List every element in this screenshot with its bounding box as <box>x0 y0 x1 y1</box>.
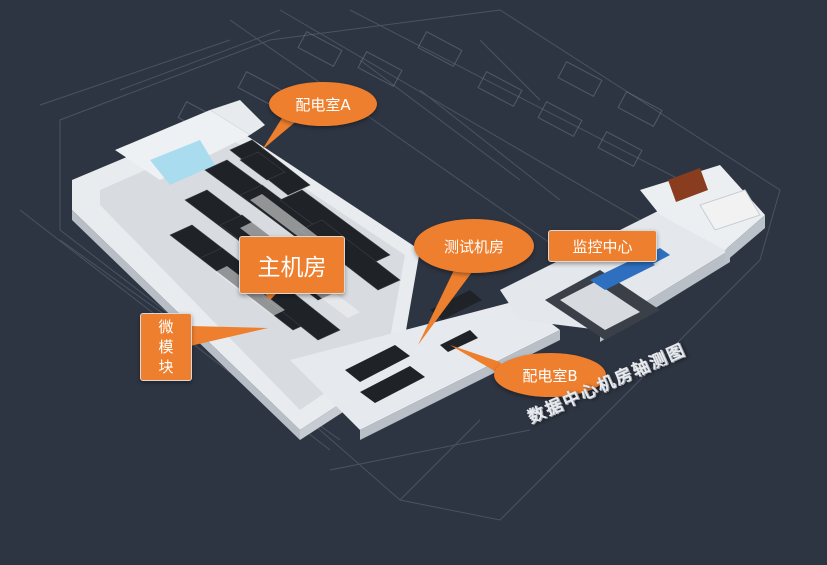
monitor-center-label: 监控中心 <box>548 230 657 262</box>
power-room-a-tail <box>262 118 300 150</box>
building-top-rooms <box>115 100 265 185</box>
test-room-tail <box>418 268 475 345</box>
power-room-b-callout: 配电室B <box>494 353 606 397</box>
main-room-label: 主机房 <box>239 236 345 294</box>
blueprint-desks <box>177 30 663 168</box>
top-right-rooms <box>668 168 761 231</box>
power-room-a-callout: 配电室A <box>269 82 377 126</box>
micro-module-label: 微模块 <box>140 313 192 381</box>
test-room-racks <box>345 290 482 403</box>
power-room-b-equipment <box>440 330 478 352</box>
micro-module-tail <box>190 326 268 346</box>
test-room-callout: 测试机房 <box>414 219 534 273</box>
monitor-center-desks <box>545 248 670 340</box>
